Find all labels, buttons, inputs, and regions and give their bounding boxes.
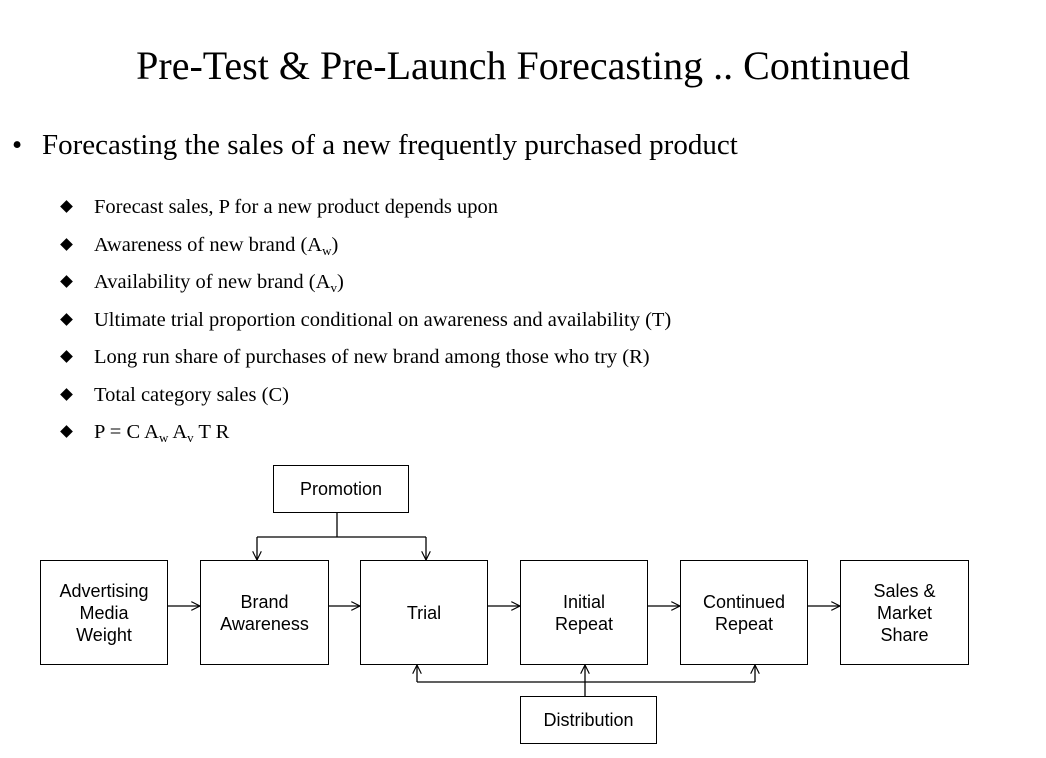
trial-box: Trial [360,560,488,665]
bullet-dot: • [12,129,23,161]
sub-bullet-list: Forecast sales, P for a new product depe… [62,192,671,455]
slide-title: Pre-Test & Pre-Launch Forecasting .. Con… [136,43,910,88]
sales-market-share-box: Sales & Market Share [840,560,969,665]
sub-bullet-awareness: Awareness of new brand (Aw) [62,230,671,268]
sub-bullet-availability: Availability of new brand (Av) [62,267,671,305]
sub-bullet-forecast: Forecast sales, P for a new product depe… [62,192,671,230]
initial-repeat-box: Initial Repeat [520,560,648,665]
sub-bullet-formula: P = C Aw Av T R [62,417,671,455]
sub-bullet-trial: Ultimate trial proportion conditional on… [62,305,671,343]
sub-bullet-category: Total category sales (C) [62,380,671,418]
advertising-media-weight-box: Advertising Media Weight [40,560,168,665]
main-bullet-text: Forecasting the sales of a new frequentl… [42,129,738,161]
main-bullet: • Forecasting the sales of a new frequent… [12,126,738,164]
promotion-box: Promotion [273,465,409,513]
distribution-box: Distribution [520,696,657,744]
brand-awareness-box: Brand Awareness [200,560,329,665]
sub-bullet-repeat: Long run share of purchases of new brand… [62,342,671,380]
continued-repeat-box: Continued Repeat [680,560,808,665]
